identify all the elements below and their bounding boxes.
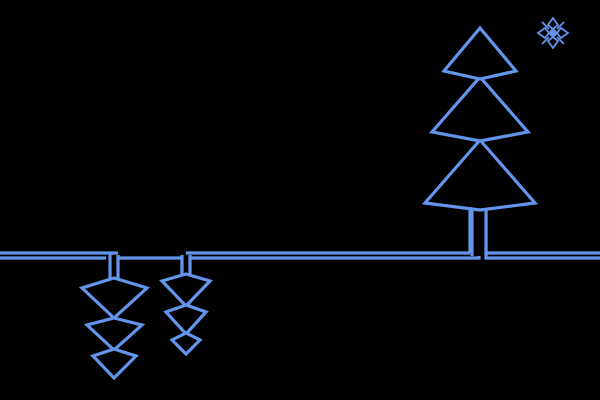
snowflake-diagonal-nw [541, 21, 550, 30]
snowflake-icon [536, 16, 570, 50]
snowflake-arm-north [546, 16, 560, 31]
hanging-tree-2-tier-bottom [169, 331, 203, 357]
small-hanging-tree-icon [159, 255, 213, 357]
snowflake-arm-south [546, 35, 560, 50]
hanging-tree-1-stem [108, 255, 120, 281]
snowflake-diagonal-sw [541, 36, 550, 45]
snowflake-diagonal-se [556, 36, 565, 45]
big-tree-tier-top [441, 25, 519, 81]
snowflake-arm-east [555, 26, 570, 40]
large-pine-tree-icon [421, 25, 539, 256]
snowflake-diagonal-ne [556, 21, 565, 30]
small-hanging-tree-icon [78, 255, 151, 381]
big-tree-trunk [470, 207, 488, 256]
hanging-tree-2-stem [180, 255, 192, 277]
snowflake-arm-west [536, 26, 551, 40]
big-tree-tier-middle [428, 74, 532, 143]
hanging-tree-1-tier-bottom [90, 347, 139, 381]
big-tree-tier-bottom [421, 137, 539, 212]
